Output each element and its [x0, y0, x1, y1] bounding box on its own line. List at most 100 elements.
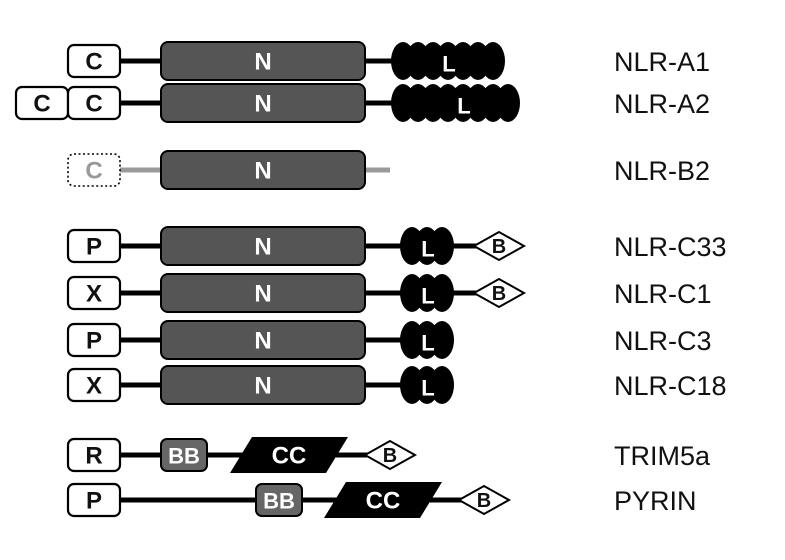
left-domain-letter: C — [33, 91, 50, 118]
lrr-domain: L — [400, 366, 454, 404]
nacht-domain-label: N — [254, 49, 271, 76]
protein-row: R BB CC B TRIM5a — [66, 437, 711, 473]
nacht-domain-label: N — [254, 328, 271, 355]
protein-name-label: NLR-C3 — [614, 326, 712, 356]
left-domain-letter: X — [86, 281, 102, 308]
lrr-domain: L — [400, 321, 454, 359]
lrr-domain: L — [391, 84, 520, 122]
b30-2-label: B — [492, 236, 506, 258]
lrr-domain-label: L — [457, 94, 470, 119]
b30-2-domain: B — [471, 277, 527, 309]
nacht-domain: N — [160, 41, 366, 81]
protein-row: X N L B NLR-C1 — [66, 273, 712, 313]
b-box-domain: BB — [160, 438, 208, 472]
left-domain-box: C — [66, 43, 122, 79]
left-domain-box-shape — [66, 482, 122, 518]
lrr-repeat — [430, 321, 454, 359]
left-domain-box: R — [66, 437, 122, 473]
nacht-domain-label: N — [254, 234, 271, 261]
coiled-coil-domain: CC — [324, 482, 442, 518]
nacht-domain-bar — [160, 150, 366, 190]
left-domain-letter: C — [85, 91, 102, 118]
left-domain-box: P — [66, 228, 122, 264]
b-box-domain: BB — [255, 483, 303, 517]
nacht-domain-bar — [160, 41, 366, 81]
coiled-coil-shape — [230, 437, 348, 473]
left-domain-box-shape — [66, 228, 122, 264]
lrr-repeat — [430, 366, 454, 404]
lrr-domain: L — [391, 42, 505, 80]
b30-2-diamond — [362, 439, 418, 471]
nacht-domain: N — [160, 320, 366, 360]
b30-2-domain: B — [456, 484, 512, 516]
left-domain-letter: X — [86, 373, 102, 400]
nacht-domain-bar — [160, 320, 366, 360]
nacht-domain-label: N — [254, 281, 271, 308]
left-domain-letter: P — [86, 328, 102, 355]
nacht-domain-bar — [160, 273, 366, 313]
protein-row: P N L B NLR-C33 — [66, 226, 727, 266]
b-box-label: BB — [263, 489, 295, 514]
left-domain-box: P — [66, 322, 122, 358]
lrr-repeat — [430, 274, 454, 312]
left-domain-letter: P — [86, 488, 102, 515]
coiled-coil-domain: CC — [230, 437, 348, 473]
lrr-domain-label: L — [421, 237, 434, 262]
left-domain-letter: C — [85, 49, 102, 76]
left-domain-box-shape — [67, 153, 121, 187]
coiled-coil-label: CC — [272, 443, 307, 470]
protein-row: C N NLR-B2 — [67, 150, 710, 190]
b-box-label: BB — [168, 444, 200, 469]
left-domain-box-shape — [66, 322, 122, 358]
protein-name-label: NLR-C33 — [614, 232, 727, 262]
b30-2-label: B — [492, 283, 506, 305]
nacht-domain-bar — [160, 226, 366, 266]
lrr-domain-label: L — [442, 52, 455, 77]
b30-2-diamond — [456, 484, 512, 516]
nacht-domain: N — [160, 83, 366, 123]
nacht-domain: N — [160, 150, 366, 190]
left-domain-box-shape — [66, 367, 122, 403]
protein-row: P BB CC B PYRIN — [66, 482, 697, 518]
b30-2-label: B — [383, 445, 397, 467]
b30-2-domain: B — [471, 230, 527, 262]
lrr-repeat — [481, 42, 505, 80]
lrr-repeat — [430, 227, 454, 265]
nacht-domain: N — [160, 365, 366, 405]
left-domain-letter: C — [85, 158, 102, 185]
b30-2-domain: B — [362, 439, 418, 471]
left-domain-box-shape — [66, 85, 122, 121]
protein-name-label: NLR-C18 — [614, 371, 727, 401]
b30-2-diamond — [471, 230, 527, 262]
left-domain-box: C — [66, 85, 122, 121]
left-domain-box: X — [66, 367, 122, 403]
lrr-repeat — [496, 84, 520, 122]
nacht-domain: N — [160, 226, 366, 266]
left-domain-letter: R — [85, 443, 102, 470]
protein-name-label: NLR-C1 — [614, 279, 712, 309]
b30-2-diamond — [471, 277, 527, 309]
left-domain-box: C — [67, 153, 121, 187]
protein-name-label: NLR-B2 — [614, 156, 710, 186]
protein-name-label: TRIM5a — [614, 441, 711, 471]
coiled-coil-shape — [324, 482, 442, 518]
lrr-domain-label: L — [421, 284, 434, 309]
coiled-coil-label: CC — [366, 488, 401, 515]
nacht-domain-bar — [160, 365, 366, 405]
b-box-shape — [255, 483, 303, 517]
protein-name-label: NLR-A1 — [614, 47, 710, 77]
lrr-domain: L — [400, 274, 454, 312]
protein-name-label: PYRIN — [614, 486, 697, 516]
nacht-domain-label: N — [254, 91, 271, 118]
protein-row: C N L NLR-A1 — [66, 41, 710, 81]
left-domain-box-shape — [66, 275, 122, 311]
lrr-domain: L — [400, 227, 454, 265]
left-domain-box: P — [66, 482, 122, 518]
lrr-domain-label: L — [421, 376, 434, 401]
left-domain-letter: P — [86, 234, 102, 261]
lrr-domain-label: L — [421, 331, 434, 356]
protein-row: X N L NLR-C18 — [66, 365, 727, 405]
